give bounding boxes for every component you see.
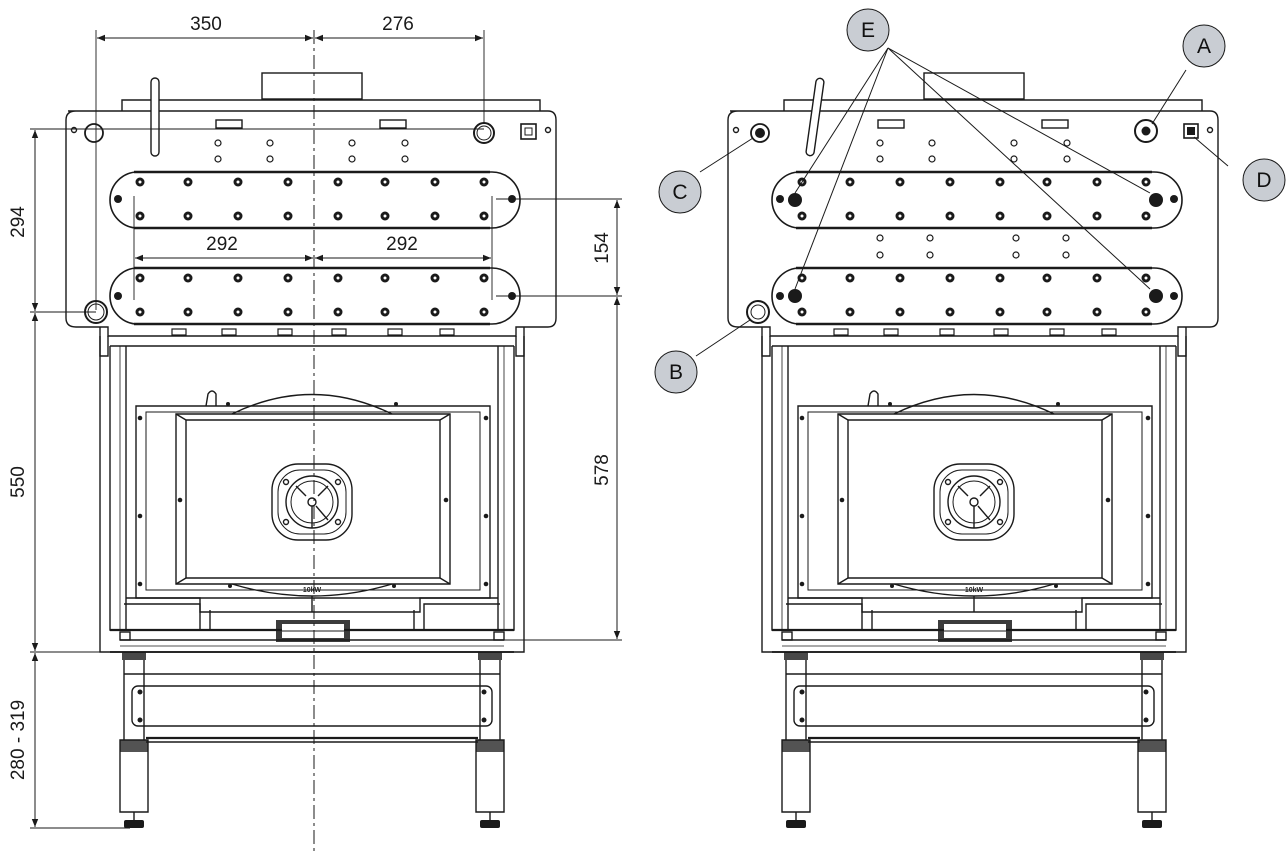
dim-578: 578	[592, 454, 613, 486]
rating-label-left: 10kW	[303, 587, 322, 594]
front-view-dimensioned: 350 276 292 292 294 550 280 - 319 154 57…	[8, 14, 622, 854]
callout-e: E	[861, 19, 875, 42]
dim-154: 154	[592, 232, 613, 264]
rating-label-right: 10kW	[965, 587, 984, 594]
dim-292-left: 292	[206, 234, 238, 255]
callout-d: D	[1256, 169, 1271, 192]
front-view-connections: E A C D B 10kW	[654, 8, 1286, 830]
dim-294: 294	[8, 206, 29, 238]
callout-c: C	[672, 181, 687, 204]
dim-276: 276	[382, 14, 414, 35]
dim-550: 550	[8, 466, 29, 498]
dim-350: 350	[190, 14, 222, 35]
dim-292-right: 292	[386, 234, 418, 255]
callout-b: B	[669, 361, 683, 384]
dim-280-319: 280 - 319	[8, 700, 29, 780]
callout-a: A	[1197, 35, 1211, 58]
